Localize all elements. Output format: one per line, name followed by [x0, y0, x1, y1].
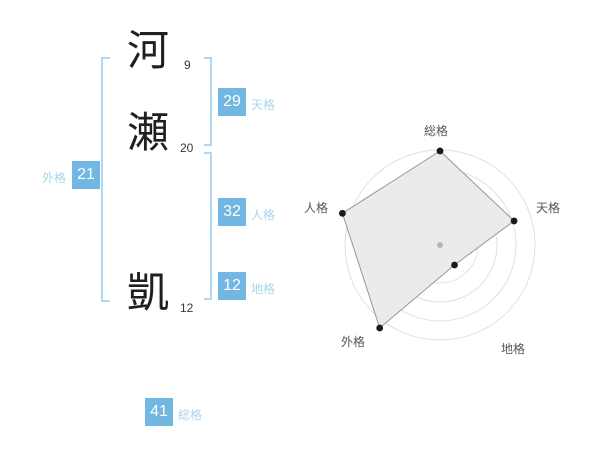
chikaku-label: 地格	[251, 282, 276, 296]
radar-axis-label-chikaku: 地格	[501, 342, 526, 356]
jinkaku-bracket	[204, 152, 212, 300]
stroke-count-1: 9	[184, 58, 191, 72]
name-panel: 河 9 瀬 20 凱 12 29 天格 32 人格 12 地格 外格 21 41…	[42, 27, 276, 426]
name-character-1: 河	[127, 27, 170, 74]
tenkaku-bracket	[204, 57, 212, 146]
gaikaku-label: 外格	[42, 171, 67, 185]
name-character-2: 瀬	[127, 109, 170, 156]
radar-axis-label-gaikaku: 外格	[341, 335, 366, 349]
jinkaku-value-box: 32	[218, 198, 246, 226]
chikaku-value-box: 12	[218, 272, 246, 300]
radar-axis-label-tenkaku: 天格	[536, 201, 561, 215]
tenkaku-label: 天格	[251, 98, 276, 112]
radar-axis-label-jinkaku: 人格	[304, 201, 329, 215]
stroke-count-2: 20	[180, 141, 194, 155]
jinkaku-label: 人格	[251, 208, 276, 222]
stroke-count-3: 12	[180, 301, 194, 315]
soukaku-label: 総格	[178, 408, 203, 422]
soukaku-value-box: 41	[145, 398, 173, 426]
name-character-3: 凱	[127, 269, 170, 316]
radar-axis-label-soukaku: 総格	[424, 124, 449, 138]
radar-chart-panel: 総格 天格 地格 外格 人格	[290, 100, 600, 390]
tenkaku-value-box: 29	[218, 88, 246, 116]
radar-chart	[339, 147, 536, 341]
gaikaku-bracket	[101, 57, 110, 302]
gaikaku-value-box: 21	[72, 161, 100, 189]
